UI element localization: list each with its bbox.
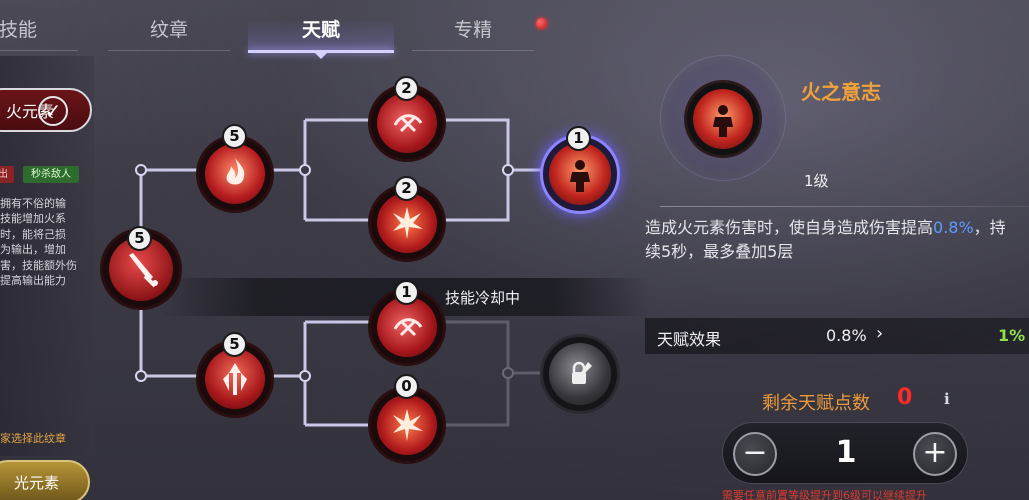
remaining-points-value: 0 [897, 385, 913, 410]
fire-burst-icon [377, 395, 437, 455]
level-badge: 5 [127, 226, 152, 251]
level-badge: 0 [394, 374, 419, 399]
plus-button[interactable]: + [913, 432, 957, 476]
talent-title: 火之意志 [801, 80, 881, 104]
level-badge: 1 [566, 126, 591, 151]
chevron-right-icon: › [876, 323, 884, 344]
info-icon[interactable]: i [944, 390, 950, 408]
tab-mastery[interactable]: 专精 [453, 19, 492, 41]
notification-dot [536, 18, 547, 29]
stepper-value: 1 [835, 435, 857, 470]
tab-underline [0, 50, 78, 51]
fire-swirl-icon [205, 144, 265, 204]
desc-text: 续5秒，最多叠加5层 [645, 242, 794, 261]
talent-node-bot-3[interactable] [540, 334, 620, 414]
level-badge: 2 [394, 76, 419, 101]
joint [502, 164, 514, 176]
fire-burst-icon [377, 193, 437, 253]
talent-node-top-1[interactable] [196, 135, 274, 213]
level-badge: 1 [394, 280, 419, 305]
selected-talent-icon [684, 80, 762, 158]
connector-bot-merge-locked [442, 320, 510, 427]
connector-top-merge [442, 118, 510, 222]
points-stepper: − 1 + [722, 422, 968, 484]
talent-description: 造成火元素伤害时，使自身造成伤害提高0.8%，持 续5秒，最多叠加5层 [645, 216, 1029, 264]
remaining-points-label: 剩余天赋点数 [762, 393, 870, 414]
tab-underline [108, 50, 230, 51]
tab-underline [412, 50, 534, 51]
cooldown-text: 技能冷却中 [445, 289, 521, 307]
desc-text: 造成火元素伤害时，使自身造成伤害提高 [645, 218, 934, 237]
emblem-description: 拥有不俗的输 技能增加火系 时，能将己损 为输出，增加 害，技能额外伤 提高输出… [0, 197, 77, 288]
flame-figure-icon [693, 89, 753, 149]
arrow-spikes-icon [205, 349, 265, 409]
level-badge: 2 [394, 176, 419, 201]
tab-skills[interactable]: 技能 [0, 19, 37, 41]
tab-active-indicator [248, 50, 394, 53]
talent-effect-row [645, 318, 1029, 354]
light-element-button[interactable]: 光元素 [0, 460, 90, 500]
divider [660, 206, 1029, 207]
fire-element-button[interactable]: 火元素 ✓ [0, 88, 92, 132]
upgrade-hint: 需要任意前置等级提升到6级可以继续提升 [722, 489, 927, 500]
level-badge: 5 [222, 332, 247, 357]
tab-active-arrow [314, 52, 328, 59]
flame-figure-icon [549, 143, 611, 205]
talent-level: 1级 [804, 172, 829, 190]
minus-button[interactable]: − [733, 432, 777, 476]
desc-value: 0.8% [933, 218, 974, 237]
joint [135, 370, 147, 382]
tab-talent[interactable]: 天赋 [301, 19, 340, 41]
locked-skill-icon [549, 343, 611, 405]
joint [135, 164, 147, 176]
fire-slash-icon [377, 93, 437, 153]
tab-emblem[interactable]: 纹章 [149, 19, 188, 41]
joint [299, 370, 311, 382]
check-icon: ✓ [38, 96, 68, 126]
desc-text: ，持 [973, 218, 1006, 237]
level-badge: 5 [222, 124, 247, 149]
fire-slash-icon [377, 297, 437, 357]
emblem-select-hint: 家选择此纹章 [0, 432, 66, 445]
effect-current-value: 0.8% [826, 326, 867, 345]
kill-tag: 秒杀敌人 [23, 166, 79, 183]
effect-next-value: 1% [998, 326, 1026, 345]
effect-label: 天赋效果 [657, 330, 722, 349]
joint [299, 164, 311, 176]
tab-active-glow [248, 20, 394, 52]
output-tag: 出 [0, 166, 14, 183]
joint-locked [502, 367, 514, 379]
talent-node-bot-2b[interactable] [368, 386, 446, 464]
